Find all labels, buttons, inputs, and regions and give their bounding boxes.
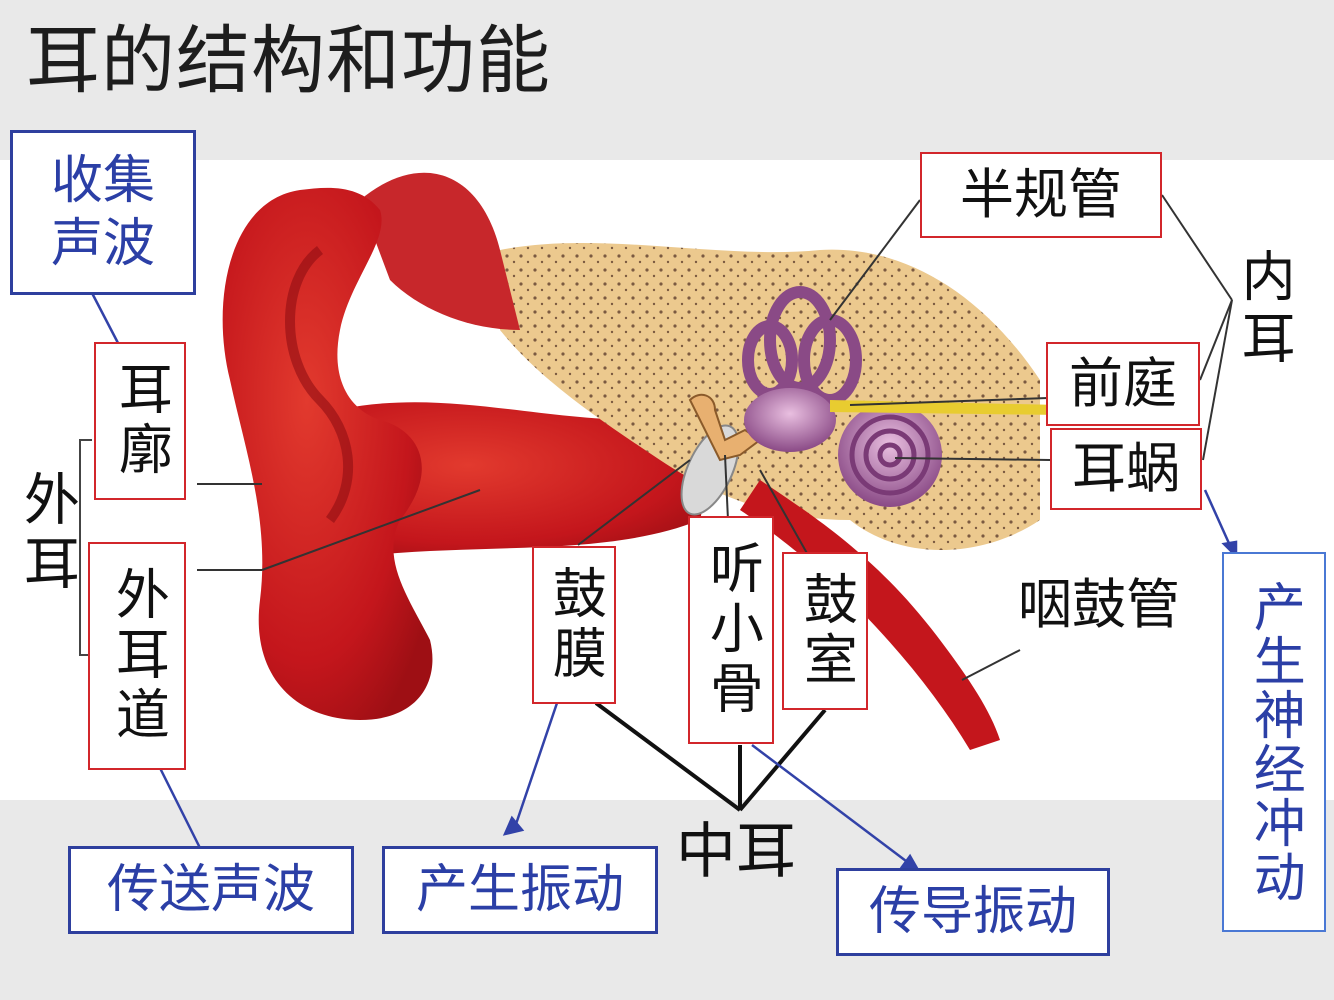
label-semicircular-canals: 半规管 [920, 152, 1162, 238]
function-transmit-sound: 传送声波 [68, 846, 354, 934]
pinna-inner-fold [285, 246, 354, 523]
label-inner-ear-text: 内耳 [1232, 248, 1296, 372]
function-collect-text: 收集声波 [50, 151, 155, 274]
label-vestibule: 前庭 [1046, 342, 1200, 426]
upper-muscle [360, 172, 520, 330]
label-outer-ear-text: 外耳 [14, 470, 80, 598]
label-middle-ear: 中耳 [676, 817, 796, 887]
label-inner-ear: 内耳 [1232, 248, 1296, 372]
label-pinna: 耳廓 [94, 342, 186, 500]
label-eardrum: 鼓膜 [532, 546, 616, 704]
function-collect-sound: 收集声波 [10, 130, 196, 295]
label-outer-ear: 外耳 [14, 470, 80, 598]
outer-ear-bracket [79, 439, 92, 656]
page-title: 耳的结构和功能 [26, 18, 551, 104]
ossicles [688, 393, 762, 462]
middle-ear-lines [594, 701, 827, 812]
eustachian-tube [740, 480, 1000, 750]
vestibule [744, 388, 836, 452]
leader-lines [197, 194, 1233, 681]
function-conduct-vibration: 传导振动 [836, 868, 1110, 956]
label-tympanic-cavity: 鼓室 [782, 552, 868, 710]
pinna-shape [222, 187, 433, 721]
label-cochlea: 耳蜗 [1050, 428, 1202, 510]
label-ossicles: 听小骨 [688, 516, 774, 744]
label-eustachian-tube: 咽鼓管 [1018, 573, 1180, 636]
function-produce-vibration: 产生振动 [382, 846, 658, 934]
label-ear-canal: 外耳道 [88, 542, 186, 770]
function-nerve-impulse: 产生神经冲动 [1222, 552, 1326, 932]
cochlea [838, 403, 942, 507]
